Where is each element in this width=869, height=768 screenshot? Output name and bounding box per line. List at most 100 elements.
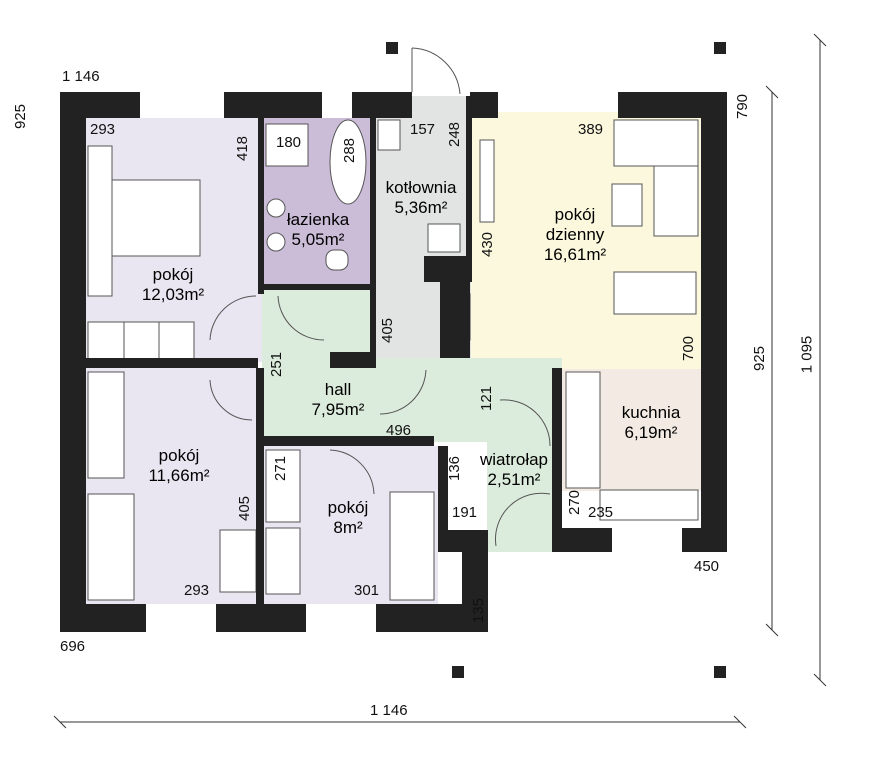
dim-288: 288 <box>341 137 359 164</box>
wall-right <box>701 92 727 552</box>
dim-496: 496 <box>386 422 412 439</box>
wall-int-v3 <box>256 368 264 604</box>
heater <box>427 223 461 253</box>
coffee-table <box>611 183 643 227</box>
room-living-name-2: dzienny <box>545 225 605 244</box>
toilet <box>325 249 349 271</box>
dim-tick-ri-bot <box>765 623 779 637</box>
dim-right-top: 790 <box>734 93 752 120</box>
dim-301: 301 <box>354 582 380 599</box>
wardrobe-3 <box>265 449 301 523</box>
wall-top-1 <box>60 92 140 118</box>
dim-389: 389 <box>578 121 604 138</box>
wall-vestibule-step <box>438 530 488 552</box>
dim-405-lower: 405 <box>236 495 254 522</box>
dim-271: 271 <box>272 455 290 482</box>
door-vest-outer <box>495 492 551 547</box>
room-hall-name: hall <box>324 380 352 399</box>
room-bedroom1: pokój 12,03m² <box>118 265 228 305</box>
room-kitchen-name: kuchnia <box>621 403 681 422</box>
wall-int-boiler-bottom <box>440 282 470 358</box>
bed-1-mattress <box>111 179 201 257</box>
wall-int-vest-right <box>552 368 562 538</box>
dim-248: 248 <box>446 121 464 148</box>
wall-top-3 <box>352 92 412 118</box>
dim-right-mid: 925 <box>751 345 769 372</box>
door-hall-bath <box>277 295 325 341</box>
room-bedroom3-area: 8m² <box>333 518 363 537</box>
room-living-area: 16,61m² <box>543 245 607 264</box>
dim-418: 418 <box>234 135 252 162</box>
room-kitchen: kuchnia 6,19m² <box>598 403 704 443</box>
room-bathroom-name: łazienka <box>286 210 350 229</box>
dim-tick-br <box>733 715 747 729</box>
kitchen-counter-bottom <box>599 489 699 521</box>
room-hall: hall 7,95m² <box>290 380 386 420</box>
wall-int-bath-bottom <box>262 284 374 290</box>
door-entrance <box>411 47 461 95</box>
dim-left-bottom: 696 <box>60 638 86 655</box>
dining-table <box>613 271 697 315</box>
room-bathroom-area: 5,05m² <box>291 230 345 249</box>
room-living-name-1: pokój <box>554 205 596 224</box>
wall-int-v2 <box>370 96 376 366</box>
room-bedroom2: pokój 11,66m² <box>124 446 234 486</box>
pier-top-right <box>714 42 726 54</box>
dim-135: 135 <box>470 597 488 624</box>
dim-235: 235 <box>588 504 614 521</box>
vestibule-floor <box>487 442 553 552</box>
room-bedroom1-area: 12,03m² <box>141 285 205 304</box>
room-bathroom: łazienka 5,05m² <box>272 210 364 250</box>
dim-right-bottom: 450 <box>694 558 720 575</box>
dim-tick-ri-top <box>765 85 779 99</box>
room-boiler: kotłownia 5,36m² <box>372 178 470 218</box>
sink-2 <box>266 232 286 252</box>
pier-bottom-left <box>452 666 464 678</box>
wall-int-boiler-block <box>424 256 472 282</box>
room-vestibule: wiatrołap 2,51m² <box>468 450 560 490</box>
door-hall-boil <box>379 369 427 415</box>
shower-tray <box>265 123 309 167</box>
wall-bottom-1 <box>60 604 146 632</box>
room-bedroom2-area: 11,66m² <box>148 466 210 485</box>
dim-293-bottom: 293 <box>184 582 210 599</box>
bed-2 <box>87 493 135 601</box>
room-bedroom3-name: pokój <box>327 498 369 517</box>
dim-121: 121 <box>478 385 496 412</box>
dim-293-top: 293 <box>90 121 116 138</box>
room-bedroom1-name: pokój <box>152 265 194 284</box>
room-vestibule-area: 2,51m² <box>487 470 541 489</box>
room-bedroom3: pokój 8m² <box>306 498 390 538</box>
door-bed3 <box>329 449 375 495</box>
room-boiler-name: kotłownia <box>385 178 457 197</box>
room-bedroom2-name: pokój <box>158 446 200 465</box>
pier-bottom-right <box>714 666 726 678</box>
wardrobe-1 <box>87 321 195 361</box>
dim-405-upper: 405 <box>379 317 397 344</box>
bed-1 <box>87 145 113 297</box>
wall-int-boiler-right <box>466 96 472 256</box>
dim-bottom-overall: 1 146 <box>370 702 408 719</box>
dim-180: 180 <box>276 134 302 151</box>
wall-bottom-right-2 <box>682 528 727 552</box>
furniture <box>87 119 699 601</box>
wardrobe-2 <box>87 371 125 479</box>
dim-tick-ro-bot <box>813 673 827 687</box>
dimension-lines <box>53 33 827 729</box>
room-vestibule-name: wiatrołap <box>479 450 549 469</box>
room-hall-area: 7,95m² <box>311 400 365 419</box>
wall-left <box>60 92 86 632</box>
wall-bottom-3 <box>376 604 462 632</box>
door-swings <box>209 47 551 547</box>
room-living: pokój dzienny 16,61m² <box>520 205 630 265</box>
door-bed2 <box>209 379 253 421</box>
dim-tick-ro-top <box>813 33 827 47</box>
tv-unit <box>479 139 495 223</box>
hall-floor-2 <box>374 358 562 442</box>
sink-1 <box>266 198 286 218</box>
sofa-side <box>653 165 699 237</box>
bed-3 <box>389 491 435 601</box>
boiler <box>377 119 401 151</box>
pier-top-left <box>386 42 398 54</box>
